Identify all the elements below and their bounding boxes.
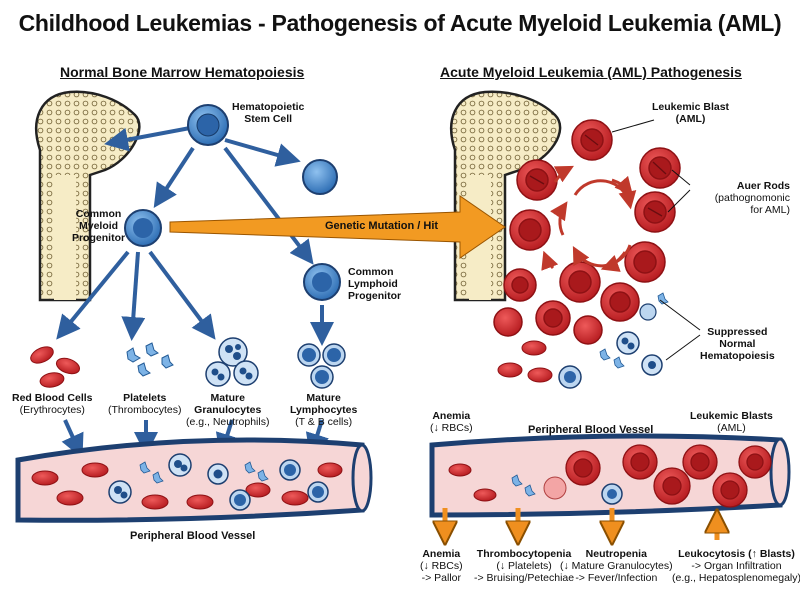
outcome-neutropenia: Neutropenia(↓ Mature Granulocytes)-> Fev… (560, 548, 673, 584)
lymphocyte-cluster (297, 343, 346, 389)
left-vessel-cells (31, 453, 343, 511)
page-title: Childhood Leukemias - Pathogenesis of Ac… (18, 10, 782, 36)
outcome-anemia: Anemia(↓ RBCs)-> Pallor (420, 548, 463, 584)
granulocyte-cluster (205, 337, 259, 387)
lymphoid-progenitor-cell (303, 263, 341, 301)
mutation-arrow (169, 195, 506, 259)
blast-cluster (493, 119, 701, 389)
outcome-thrombocytopenia: Thrombocytopenia(↓ Platelets)-> Bruising… (474, 548, 575, 584)
anemia-top-label: Anemia(↓ RBCs) (430, 410, 473, 434)
left-bone (35, 90, 141, 302)
left-panel-heading: Normal Bone Marrow Hematopoiesis (60, 64, 305, 80)
blasts-top-label: Leukemic Blasts(AML) (690, 410, 773, 434)
outcome-leukocytosis: Leukocytosis (↑ Blasts)-> Organ Infiltra… (672, 548, 800, 584)
right-vessel-label: Peripheral Blood Vessel (528, 424, 654, 436)
left-blood-vessel (15, 437, 373, 523)
lymphoid-daughter-cell (302, 159, 338, 195)
rbc-cluster (30, 346, 81, 388)
right-panel-heading: Acute Myeloid Leukemia (AML) Pathogenesi… (440, 64, 742, 80)
platelets-label: Platelets(Thrombocytes) (108, 392, 182, 416)
platelet-cluster (126, 342, 174, 377)
right-vessel-cells (448, 444, 772, 508)
rbc-label: Red Blood Cells(Erythrocytes) (12, 392, 93, 416)
stem-cell (187, 104, 229, 146)
mutation-label: Genetic Mutation / Hit (325, 220, 439, 232)
outcome-arrows (445, 508, 717, 540)
blast-label: Leukemic Blast(AML) (652, 101, 730, 125)
left-vessel-label: Peripheral Blood Vessel (130, 530, 256, 542)
myeloid-progenitor-cell (124, 209, 162, 247)
